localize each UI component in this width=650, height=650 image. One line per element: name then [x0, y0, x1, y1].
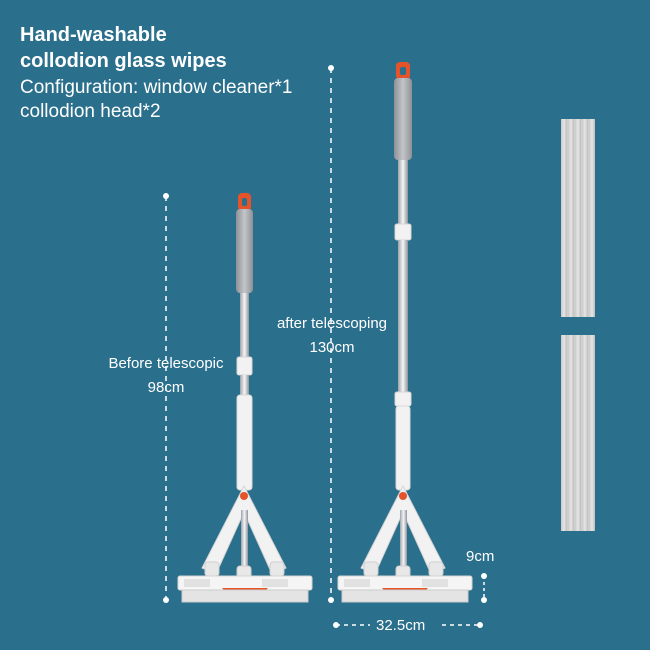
configuration-line-1: Configuration: window cleaner*1: [20, 77, 293, 98]
head-width-label: 32.5cm: [376, 617, 426, 634]
headline: Hand-washable collodion glass wipes: [20, 22, 227, 74]
headline-line-1: Hand-washable: [20, 24, 167, 46]
head-height-label: 9cm: [466, 548, 495, 565]
after-label-text: after telescoping: [276, 315, 388, 332]
before-telescopic-label: Before telescopic 98cm: [96, 352, 236, 400]
collodion-head-lower: [561, 335, 595, 531]
configuration-text: Configuration: window cleaner*1 collodio…: [20, 76, 293, 124]
head-height-marker: [481, 573, 487, 603]
height-line-before: [163, 193, 169, 603]
mop-before-illustration: [177, 193, 313, 603]
after-telescoping-label: after telescoping 130cm: [262, 312, 402, 360]
configuration-line-2: collodion head*2: [20, 101, 161, 122]
headline-line-2: collodion glass wipes: [20, 50, 227, 72]
height-line-after: [328, 65, 334, 603]
head-width-marker: [333, 622, 483, 628]
collodion-head-upper: [561, 119, 595, 317]
before-label-text: Before telescopic: [108, 355, 224, 372]
before-length-value: 98cm: [147, 379, 185, 396]
after-length-value: 130cm: [309, 339, 355, 356]
mop-after-illustration: [337, 62, 473, 603]
collodion-head-illustration: [561, 119, 595, 531]
